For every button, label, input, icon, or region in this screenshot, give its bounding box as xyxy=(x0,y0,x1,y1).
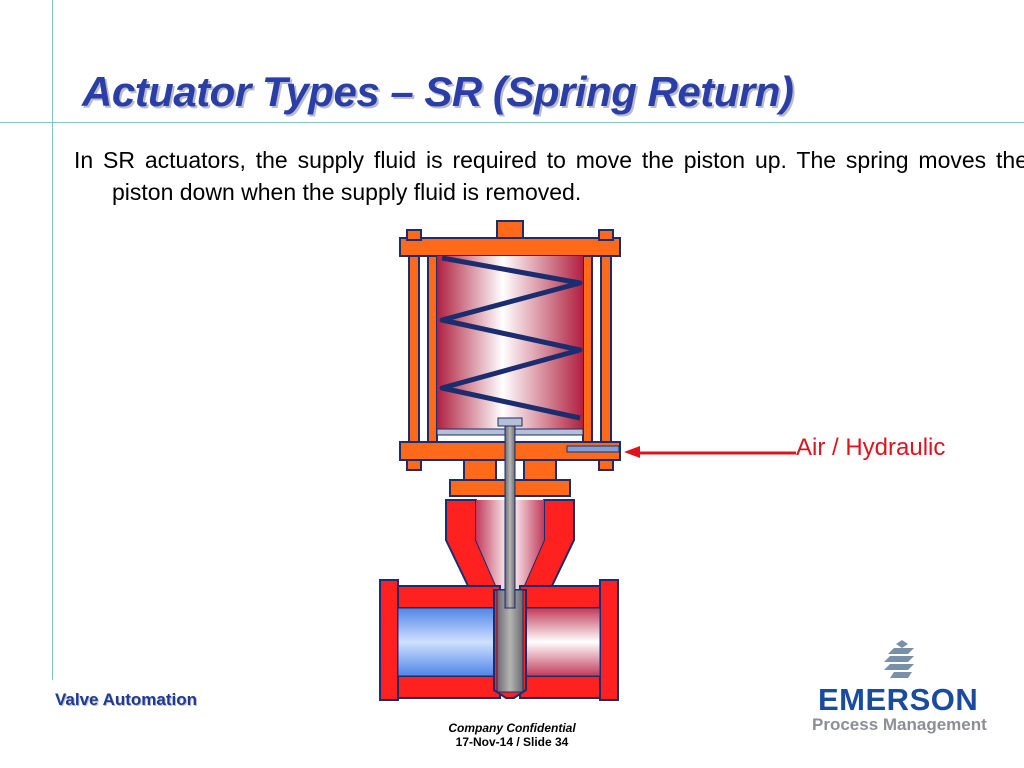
footer-section-label: Valve Automation xyxy=(55,690,198,709)
confidential-label: Company Confidential xyxy=(448,721,576,735)
sr-actuator-diagram xyxy=(379,220,640,701)
emerson-subtitle: Process Management xyxy=(812,715,987,734)
valve-flanges xyxy=(379,579,619,701)
emerson-logo: EMERSON Process Management xyxy=(812,640,1002,740)
slide-info: 17-Nov-14 / Slide 34 xyxy=(455,735,569,749)
slide-body-text: In SR actuators, the supply fluid is req… xyxy=(74,147,1024,205)
supply-port xyxy=(566,445,620,453)
return-spring xyxy=(439,255,583,421)
callout-arrow xyxy=(624,446,640,458)
accent-vertical-line xyxy=(52,0,53,680)
cylinder-wall-left xyxy=(427,255,438,445)
flow-outlet xyxy=(519,607,601,677)
slide-title: Actuator Types – SR (Spring Return) xyxy=(82,68,794,115)
top-cap xyxy=(399,220,621,257)
emerson-stripes-icon xyxy=(884,640,914,678)
callout-label: Air / Hydraulic xyxy=(796,434,946,461)
valve-stem xyxy=(504,417,516,609)
stem-nut xyxy=(497,417,523,427)
emerson-brand: EMERSON xyxy=(818,682,979,717)
accent-horizontal-line xyxy=(0,122,1024,123)
flow-inlet xyxy=(397,607,501,677)
cylinder-wall-right xyxy=(582,255,593,445)
footer-info: Company Confidential 17-Nov-14 / Slide 3… xyxy=(412,721,612,749)
callout-line xyxy=(640,451,796,455)
